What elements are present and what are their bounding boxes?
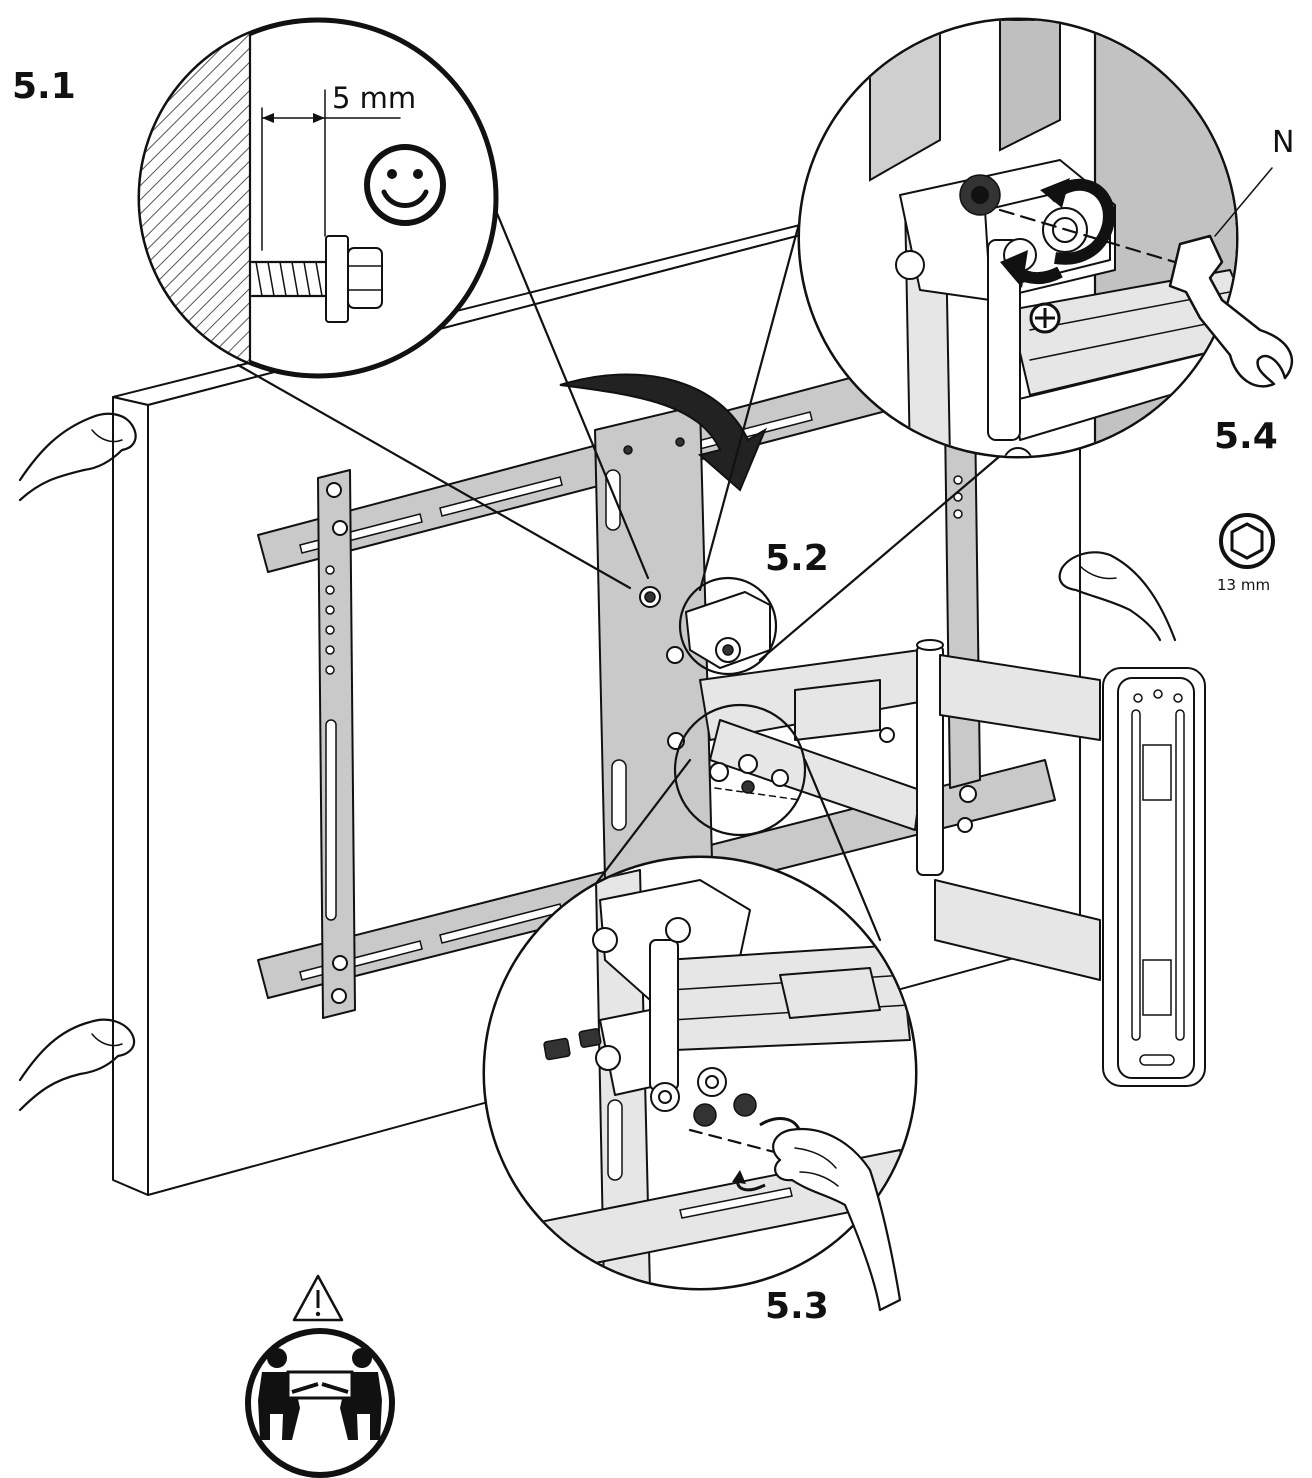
tighten-rotation-icon — [1000, 178, 1115, 288]
hex-bolt — [959, 174, 1001, 216]
hand-right-icon — [1058, 551, 1177, 642]
zoom-detail-5-4 — [797, 17, 1294, 459]
right-vertical-strap — [944, 411, 981, 789]
rotation-arrow-icon — [559, 373, 768, 492]
center-mounting-plate — [594, 404, 713, 881]
two-person-lift-icon — [245, 1328, 395, 1478]
warning-triangle-icon — [292, 1274, 344, 1322]
gap-dimension-label: 5 mm — [332, 81, 416, 115]
zoom-detail-5-3 — [482, 855, 918, 1312]
hand-tightening-nut-icon — [772, 1128, 902, 1312]
smiley-face-icon — [364, 144, 446, 226]
plus-circle-icon — [1029, 302, 1061, 334]
wall-plate — [1102, 667, 1206, 1087]
bracket-detail-5-2 — [685, 591, 771, 669]
step-label-5-1: 5.1 — [12, 66, 76, 107]
hex-socket-icon — [1219, 513, 1275, 569]
zoom-ring-5-3-small — [673, 703, 807, 837]
open-end-wrench-icon — [1168, 234, 1294, 388]
tool-callout-letter: N — [1272, 125, 1294, 160]
hand-top-left-icon — [18, 412, 137, 502]
step-label-5-2: 5.2 — [765, 538, 829, 579]
washers-detail-small — [709, 754, 801, 801]
step-label-5-4: 5.4 — [1214, 416, 1278, 457]
left-vertical-strap — [317, 469, 356, 1019]
wrench-size-label: 13 mm — [1217, 576, 1270, 594]
articulating-arm — [699, 639, 1101, 981]
wall-screw — [250, 235, 383, 323]
step-label-5-3: 5.3 — [765, 1286, 829, 1327]
zoom-ring-5-2 — [678, 576, 778, 676]
hand-bottom-left-icon — [18, 1018, 136, 1112]
mounting-hardware — [543, 917, 807, 1162]
